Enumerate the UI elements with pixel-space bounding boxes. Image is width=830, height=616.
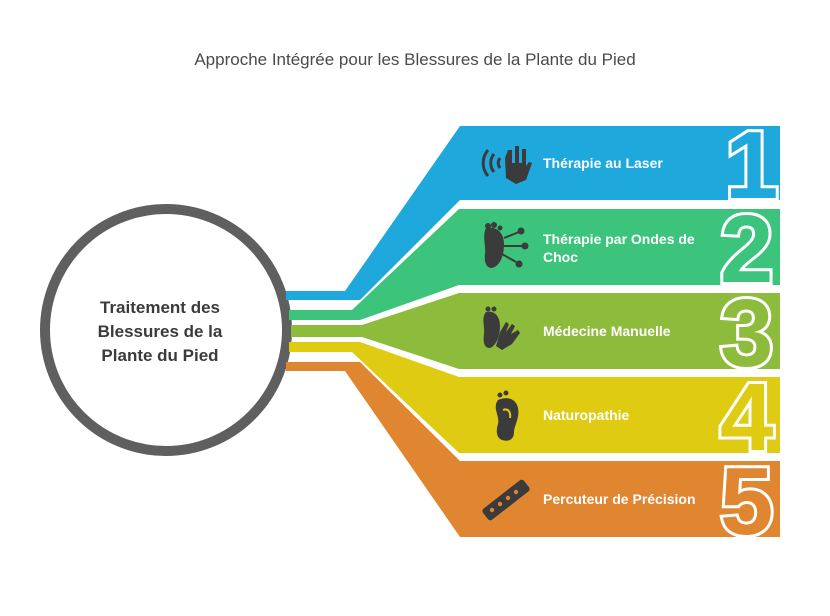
- hub-label: Traitement des Blessures de la Plante du…: [60, 296, 260, 368]
- step-numbers: 1 2 3 4 5: [717, 109, 781, 558]
- branch-5: [286, 362, 780, 537]
- branch-4-band: [289, 342, 780, 453]
- branch-2: [289, 209, 780, 320]
- branch-3: [291, 293, 780, 369]
- item-label-line: Thérapie au Laser: [543, 155, 663, 171]
- hub-label-line: Blessures de la: [97, 322, 223, 341]
- branch-3-band: [291, 293, 780, 369]
- item-label-line: Thérapie par Ondes de: [543, 231, 695, 247]
- step-number-2: 2: [720, 196, 773, 303]
- step-number-4: 4: [720, 364, 773, 471]
- item-label-5: Percuteur de Précision: [543, 490, 713, 508]
- branch-1-band: [286, 126, 780, 300]
- item-label-line: Médecine Manuelle: [543, 323, 671, 339]
- laser-hand-icon: [481, 146, 532, 184]
- hub-circle: [40, 204, 292, 456]
- item-label-line: Choc: [543, 249, 578, 265]
- item-label-line: Percuteur de Précision: [543, 491, 696, 507]
- item-label-1: Thérapie au Laser: [543, 154, 713, 172]
- item-label-3: Médecine Manuelle: [543, 322, 713, 340]
- step-number-1: 1: [725, 112, 778, 219]
- item-label-4: Naturopathie: [543, 406, 713, 424]
- shockwave-foot-icon: [484, 222, 529, 268]
- branch-4: [289, 342, 780, 453]
- item-label-2: Thérapie par Ondes de Choc: [543, 230, 713, 266]
- branch-5-band: [286, 362, 780, 537]
- hand-on-foot-icon: [483, 306, 520, 350]
- footprint-icon: [495, 390, 519, 441]
- branch-1: [286, 126, 780, 300]
- item-label-line: Naturopathie: [543, 407, 630, 423]
- step-number-5: 5: [720, 448, 773, 555]
- step-number-3: 3: [720, 280, 773, 387]
- hub-label-line: Plante du Pied: [101, 346, 219, 365]
- percussion-tool-icon: [482, 479, 530, 521]
- branch-2-band: [289, 209, 780, 320]
- diagram-title: Approche Intégrée pour les Blessures de …: [194, 50, 636, 69]
- hub-label-line: Traitement des: [100, 298, 220, 317]
